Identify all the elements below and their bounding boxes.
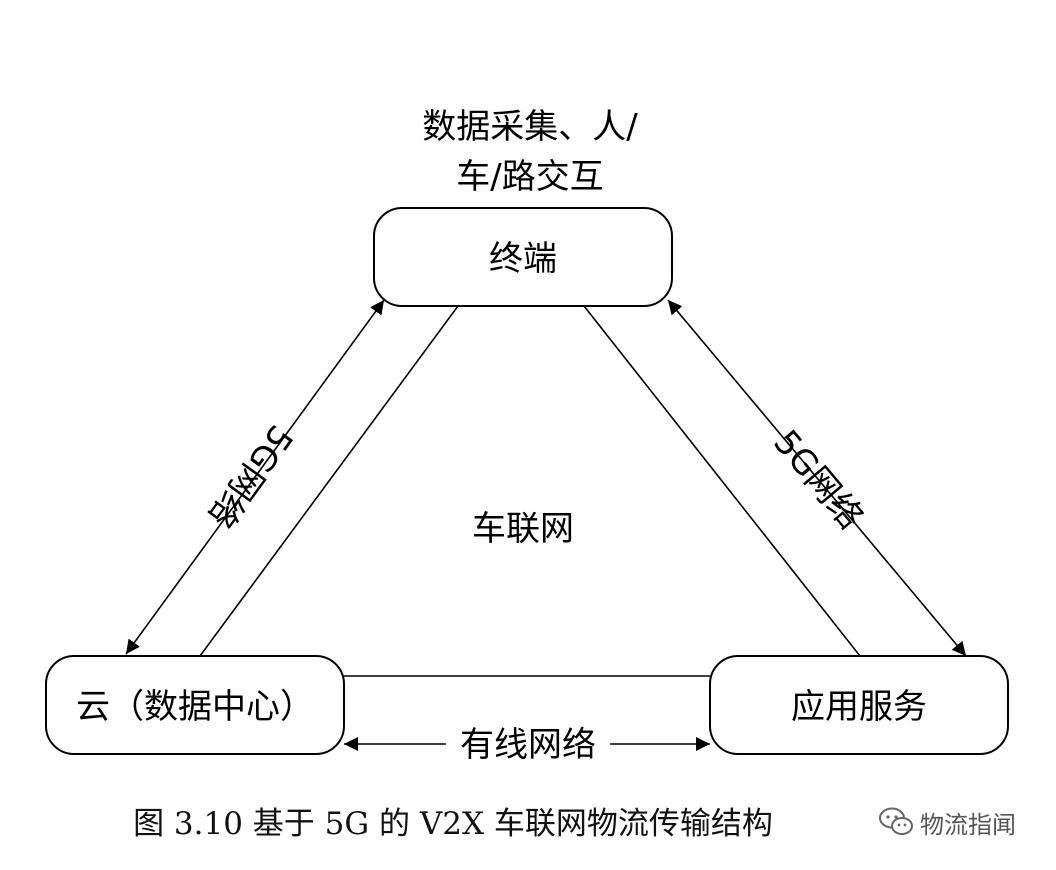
node-application: 应用服务 bbox=[709, 655, 1009, 755]
node-terminal: 终端 bbox=[373, 207, 673, 307]
figure-caption: 图 3.10 基于 5G 的 V2X 车联网物流传输结构 bbox=[0, 798, 1056, 843]
top-note-line2: 车/路交互 bbox=[456, 157, 603, 197]
arrow-left-5g bbox=[125, 299, 385, 655]
watermark-text: 物流指闻 bbox=[920, 810, 1016, 839]
node-terminal-label: 终端 bbox=[489, 239, 557, 279]
top-note-line1: 数据采集、人/ bbox=[422, 107, 638, 147]
arrow-right-5g bbox=[667, 299, 967, 657]
node-application-label: 应用服务 bbox=[791, 687, 927, 727]
figure-caption-text: 图 3.10 基于 5G 的 V2X 车联网物流传输结构 bbox=[133, 806, 773, 842]
node-cloud: 云（数据中心） bbox=[45, 655, 345, 755]
node-cloud-label: 云（数据中心） bbox=[76, 687, 314, 727]
wechat-icon bbox=[878, 806, 914, 838]
edge-label-left: 5G网络 bbox=[200, 417, 301, 534]
center-label: 车联网 bbox=[472, 509, 574, 549]
watermark: 物流指闻 bbox=[878, 804, 1016, 840]
edge-label-right: 5G网络 bbox=[765, 423, 870, 538]
bottom-label-mask bbox=[446, 722, 610, 768]
edge-label-bottom: 有线网络 bbox=[460, 725, 596, 765]
